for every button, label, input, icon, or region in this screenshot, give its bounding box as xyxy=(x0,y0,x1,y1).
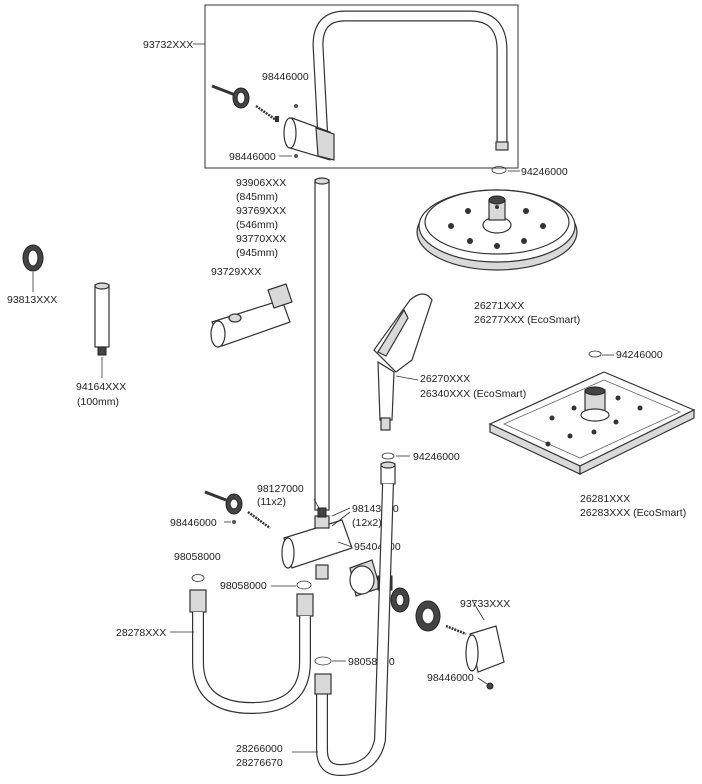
label-93733: 93733XXX xyxy=(460,598,510,610)
shower-arm xyxy=(312,10,509,151)
label-95404: 95404000 xyxy=(354,541,401,553)
washer-98058-a xyxy=(191,574,205,582)
arm-screw-anchor xyxy=(211,84,279,122)
label-28266: 28266000 xyxy=(236,743,283,755)
label-26277: 26277XXX (EcoSmart) xyxy=(474,314,580,326)
washer-98058-c xyxy=(314,656,332,666)
connector-nipple xyxy=(380,461,396,485)
label-28278: 28278XXX xyxy=(116,627,166,639)
label-94246-a: 94246000 xyxy=(521,166,568,178)
label-546mm: (546mm) xyxy=(236,219,278,231)
label-94164: 94164XXX xyxy=(76,381,126,393)
label-98058-a: 98058000 xyxy=(174,551,221,563)
diverter-valve-body xyxy=(281,507,353,580)
washer-94246-b xyxy=(381,452,395,460)
label-100mm: (100mm) xyxy=(77,396,119,408)
hand-shower xyxy=(373,293,433,431)
label-98446-mid: 98446000 xyxy=(229,151,276,163)
label-98127: 98127000 xyxy=(257,483,304,495)
label-93769: 93769XXX xyxy=(236,205,286,217)
label-94246-b: 94246000 xyxy=(413,451,460,463)
label-98446-top: 98446000 xyxy=(262,71,309,83)
extension-pipe-100mm xyxy=(94,282,110,356)
arm-assembly-box xyxy=(204,4,519,169)
label-26340: 26340XXX (EcoSmart) xyxy=(420,388,526,400)
washer-94246-c xyxy=(588,350,602,358)
washer-98058-b xyxy=(296,580,312,590)
shower-riser-rail xyxy=(314,177,330,511)
label-94246-c: 94246000 xyxy=(616,349,663,361)
label-945mm: (945mm) xyxy=(236,247,278,259)
slider-bracket xyxy=(210,283,293,348)
wall-outlet-ring xyxy=(22,244,44,272)
label-93770: 93770XXX xyxy=(236,233,286,245)
label-93732: 93732XXX xyxy=(143,39,193,51)
label-11x2: (11x2) xyxy=(257,496,286,508)
u-connecting-hose xyxy=(189,589,314,715)
label-845mm: (845mm) xyxy=(236,191,278,203)
label-93729: 93729XXX xyxy=(211,266,261,278)
label-98058-b: 98058000 xyxy=(220,580,267,592)
label-93813: 93813XXX xyxy=(7,294,57,306)
label-93906: 93906XXX xyxy=(236,177,286,189)
label-26283: 26283XXX (EcoSmart) xyxy=(580,507,686,519)
label-98446-bottom: 98446000 xyxy=(427,672,474,684)
holder-screw-nut xyxy=(486,682,494,690)
diverter-knob-ring xyxy=(390,587,410,613)
label-12x2: (12x2) xyxy=(352,517,382,529)
round-rain-shower-head xyxy=(416,189,578,271)
square-rain-shower-head xyxy=(488,371,696,475)
label-28276: 28276670 xyxy=(236,757,283,769)
washer-94246-a xyxy=(491,166,507,174)
arm-wall-mount xyxy=(283,117,335,161)
label-26281: 26281XXX xyxy=(580,493,630,505)
label-26271: 26271XXX xyxy=(474,300,524,312)
hand-shower-hose xyxy=(314,483,394,777)
valve-screw-anchor xyxy=(204,490,271,530)
label-26270: 26270XXX xyxy=(420,373,470,385)
label-98446-left: 98446000 xyxy=(170,517,217,529)
hand-shower-wall-holder xyxy=(415,600,505,673)
